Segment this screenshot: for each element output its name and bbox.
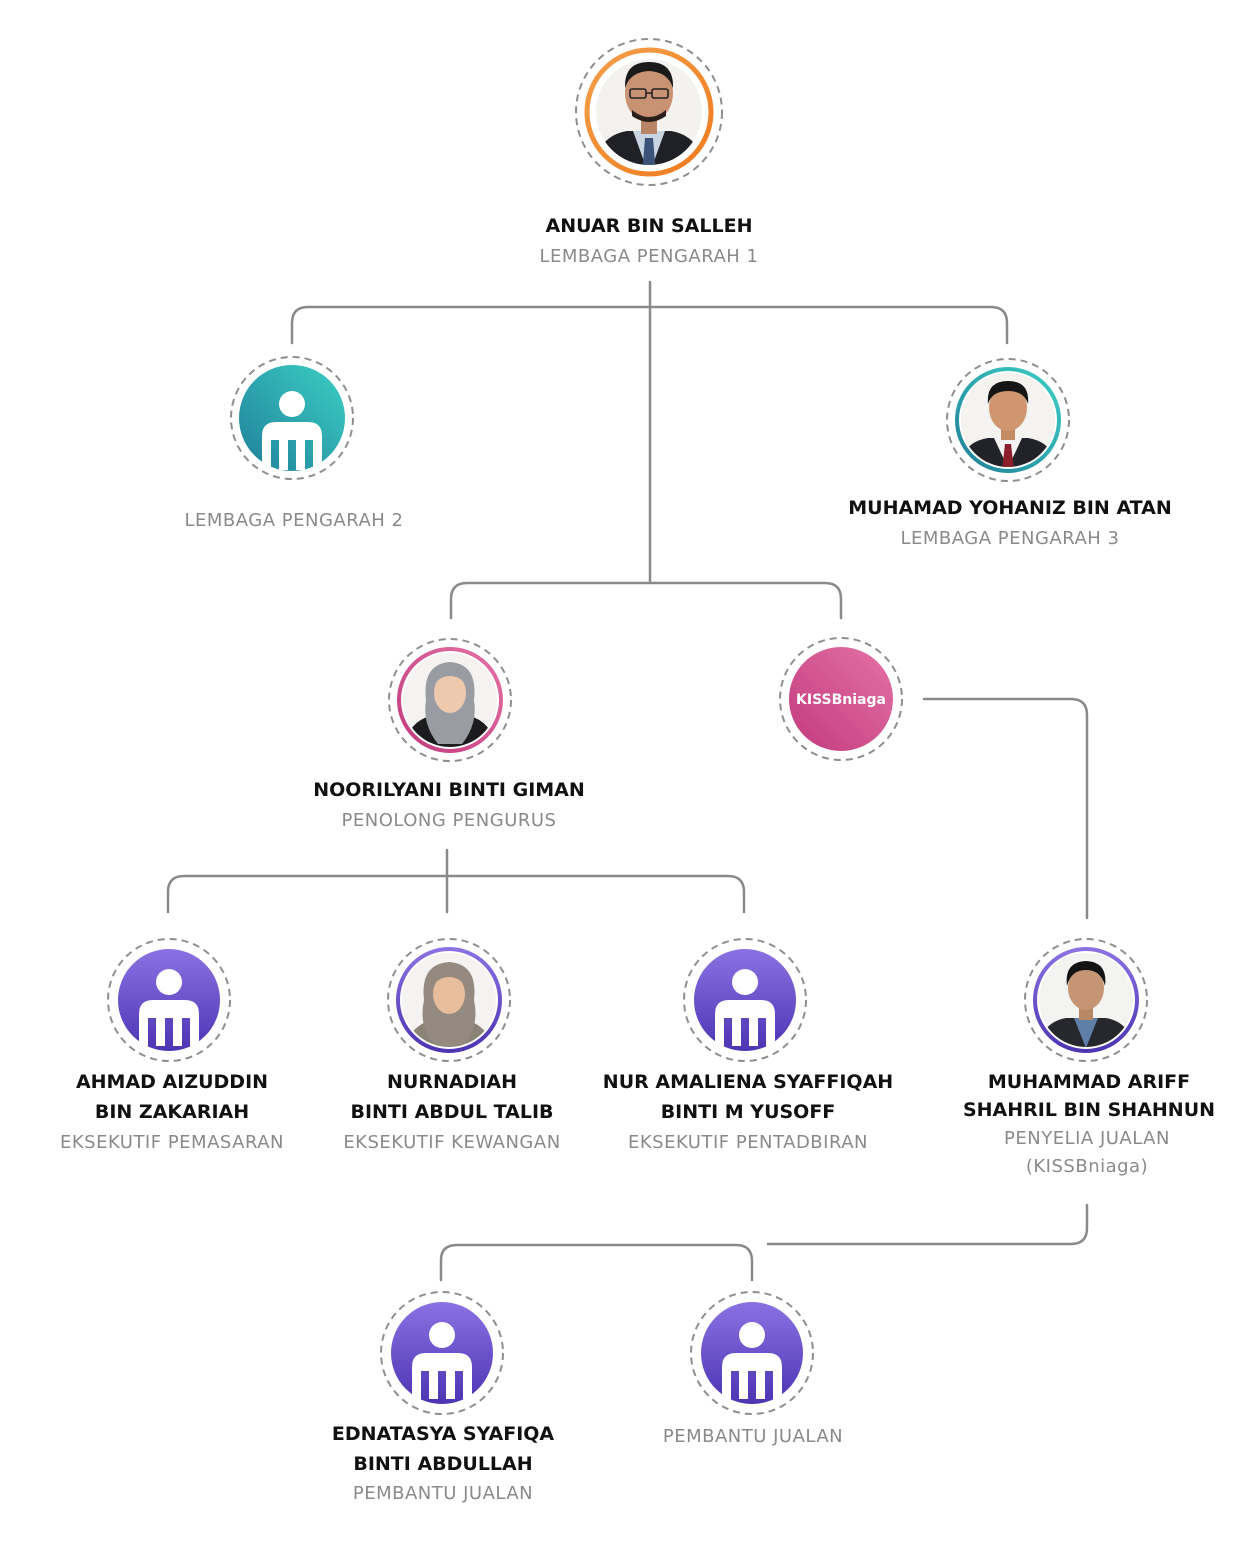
- connectors: [166, 280, 1089, 1282]
- dashed-ring: [575, 38, 723, 186]
- finance-role: EKSEKUTIF KEWANGAN: [343, 1132, 560, 1153]
- dashed-ring: [690, 1291, 814, 1415]
- director2-role: LEMBAGA PENGARAH 2: [184, 510, 403, 531]
- director3-role: LEMBAGA PENGARAH 3: [900, 528, 1119, 549]
- person-placeholder-icon: [262, 391, 322, 470]
- sales-asst2-role: PEMBANTU JUALAN: [663, 1426, 843, 1447]
- node-sales-asst1: [380, 1291, 504, 1415]
- dashed-ring: [683, 938, 807, 1062]
- director1-role: LEMBAGA PENGARAH 1: [539, 246, 758, 267]
- finance-name-2: BINTI ABDUL TALIB: [350, 1101, 553, 1123]
- connector-sales-trunk: [766, 1203, 1089, 1246]
- admin-role: EKSEKUTIF PENTADBIRAN: [628, 1132, 868, 1153]
- node-marketing: [107, 938, 231, 1062]
- connector-directors: [290, 305, 1009, 345]
- dashed-ring: [1024, 938, 1148, 1062]
- person-placeholder-icon: [412, 1322, 472, 1399]
- marketing-name-1: AHMAD AIZUDDIN: [76, 1071, 268, 1093]
- sales-asst1-role: PEMBANTU JUALAN: [353, 1483, 533, 1504]
- node-director3: [946, 358, 1070, 482]
- asst-manager-name: NOORILYANI BINTI GIMAN: [313, 779, 585, 801]
- admin-name-1: NUR AMALIENA SYAFFIQAH: [603, 1071, 893, 1093]
- dashed-ring: [107, 938, 231, 1062]
- connector-level2: [449, 581, 843, 620]
- director1-name: ANUAR BIN SALLEH: [546, 215, 753, 237]
- kissbniaga-label: KISSBniaga: [796, 692, 886, 708]
- person-placeholder-icon: [722, 1322, 782, 1399]
- connector-kissbniaga-branch: [922, 697, 1089, 920]
- kissbniaga-circle: [789, 647, 893, 751]
- connector-executives: [166, 874, 746, 914]
- asst-manager-role: PENOLONG PENGURUS: [342, 810, 557, 831]
- connector-sales: [439, 1243, 754, 1282]
- node-kissbniaga: KISSBniaga: [779, 637, 903, 761]
- marketing-name-2: BIN ZAKARIAH: [95, 1101, 249, 1123]
- sales-supervisor-role-2: (KISSBniaga): [1026, 1156, 1148, 1177]
- sales-supervisor-role-1: PENYELIA JUALAN: [1004, 1128, 1170, 1149]
- person-placeholder-icon: [715, 969, 775, 1046]
- director3-name: MUHAMAD YOHANIZ BIN ATAN: [848, 497, 1172, 519]
- avatar-circle: [239, 365, 345, 471]
- dashed-ring: [380, 1291, 504, 1415]
- node-director1: [575, 38, 723, 186]
- dashed-ring: [946, 358, 1070, 482]
- admin-name-2: BINTI M YUSOFF: [661, 1101, 836, 1123]
- node-sales-asst2: [690, 1291, 814, 1415]
- node-director2: [230, 356, 354, 480]
- person-placeholder-icon: [139, 969, 199, 1046]
- node-sales-supervisor: [1024, 938, 1148, 1062]
- dashed-ring: [779, 637, 903, 761]
- dashed-ring: [387, 938, 511, 1062]
- sales-supervisor-name-1: MUHAMMAD ARIFF: [988, 1071, 1190, 1093]
- node-finance: [387, 938, 511, 1062]
- sales-supervisor-name-2: SHAHRIL BIN SHAHNUN: [963, 1099, 1215, 1121]
- dashed-ring: [230, 356, 354, 480]
- dashed-ring: [388, 638, 512, 762]
- marketing-role: EKSEKUTIF PEMASARAN: [60, 1132, 284, 1153]
- sales-asst1-name-1: EDNATASYA SYAFIQA: [332, 1423, 555, 1445]
- sales-asst1-name-2: BINTI ABDULLAH: [353, 1453, 532, 1475]
- node-admin: [683, 938, 807, 1062]
- avatar-photo-man-suit: [1039, 953, 1133, 1047]
- finance-name-1: NURNADIAH: [387, 1071, 517, 1093]
- node-asst-manager: [388, 638, 512, 762]
